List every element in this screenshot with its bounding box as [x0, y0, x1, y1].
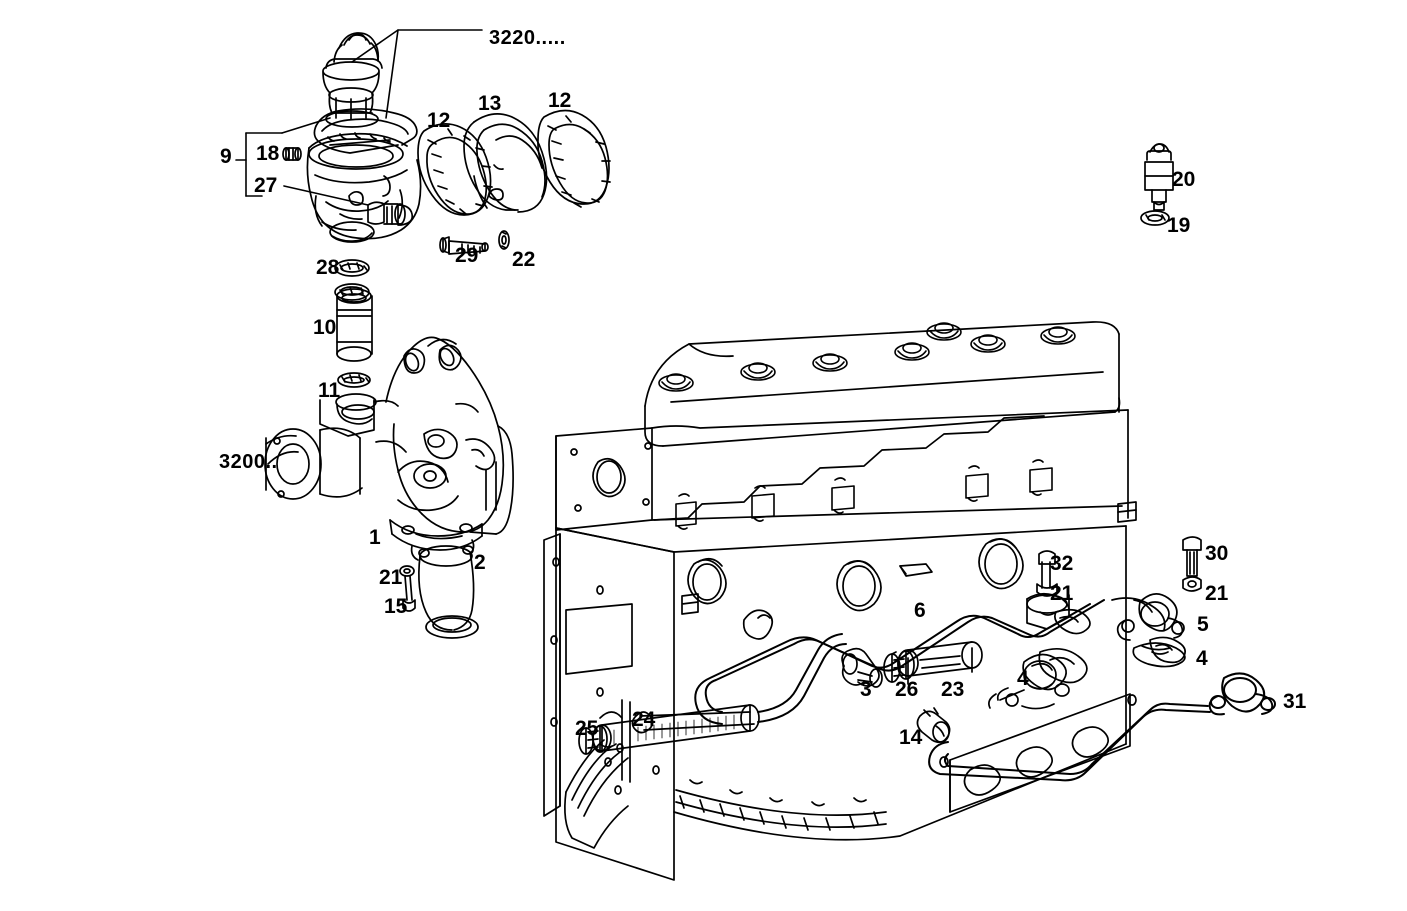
coolant-pipe-6 — [694, 599, 1105, 725]
callout-5: 5 — [1197, 613, 1209, 636]
engine-block — [543, 321, 1186, 881]
hose-23-part — [897, 641, 983, 685]
flange-13-part — [463, 113, 548, 213]
washer-21b-part — [1182, 576, 1202, 592]
clamp-4a-part — [1132, 642, 1186, 668]
washer-19-part — [1140, 210, 1170, 226]
fitting-14-part — [916, 707, 951, 744]
bolt-29-part — [439, 236, 489, 255]
water-pump-assembly — [264, 336, 514, 639]
callout-2: 2 — [474, 551, 486, 574]
callout-27: 27 — [254, 174, 278, 197]
callout-9: 9 — [220, 145, 232, 168]
callout-12a: 12 — [427, 109, 451, 132]
bolt-30-part — [1182, 536, 1202, 577]
callout-20: 20 — [1172, 168, 1196, 191]
callout-3: 3 — [860, 678, 872, 701]
callout-6: 6 — [914, 599, 926, 622]
callout-23: 23 — [941, 678, 965, 701]
pipe-24-extension — [757, 633, 847, 723]
clamp-25-part — [578, 725, 608, 755]
callout-15: 15 — [384, 595, 408, 618]
plug-18-part — [282, 147, 302, 161]
callout-19: 19 — [1167, 214, 1191, 237]
pipe-31 — [928, 672, 1276, 782]
callout-28: 28 — [316, 256, 340, 279]
oring-28-part — [334, 259, 370, 277]
washer-22-part — [498, 230, 510, 250]
callout-21c: 21 — [1050, 582, 1074, 605]
leader-lines — [235, 29, 483, 206]
pipe-clamp-32-assembly — [1026, 550, 1070, 630]
callout-30: 30 — [1205, 542, 1229, 565]
callout-29: 29 — [455, 244, 479, 267]
callout-21a: 21 — [379, 566, 403, 589]
sleeve-10-part — [336, 288, 373, 362]
callout-26: 26 — [895, 678, 919, 701]
gasket-12b-part — [537, 109, 611, 208]
callout-1: 1 — [369, 526, 381, 549]
pipe-bracket-5 — [1116, 593, 1185, 641]
callout-24: 24 — [632, 708, 656, 731]
seal-11-part — [337, 372, 371, 388]
clamp-4b-part — [988, 653, 1070, 710]
callout-4b: 4 — [1017, 667, 1029, 690]
callout-13: 13 — [478, 92, 502, 115]
callout-25: 25 — [575, 717, 599, 740]
sensor-20-part — [1144, 143, 1174, 211]
callout-18: 18 — [256, 142, 280, 165]
hose-clamp-26-part — [883, 650, 915, 683]
hose-24-part — [592, 704, 760, 753]
callout-31: 31 — [1283, 690, 1307, 713]
callout-14: 14 — [899, 726, 923, 749]
callout-11: 11 — [318, 379, 341, 402]
elbow-3-part — [841, 647, 883, 688]
callout-10: 10 — [313, 316, 337, 339]
callout-4a: 4 — [1196, 647, 1208, 670]
callout-32: 32 — [1050, 552, 1074, 575]
gasket-12a-part — [417, 122, 493, 216]
group-label-3220: 3220..... — [489, 27, 566, 49]
callout-22: 22 — [512, 248, 536, 271]
callout-21b: 21 — [1205, 582, 1229, 605]
group-label-3200: 3200.. — [219, 451, 278, 473]
callout-12b: 12 — [548, 89, 572, 112]
thermostat-part — [322, 32, 383, 128]
thermostat-housing-body — [306, 132, 422, 243]
